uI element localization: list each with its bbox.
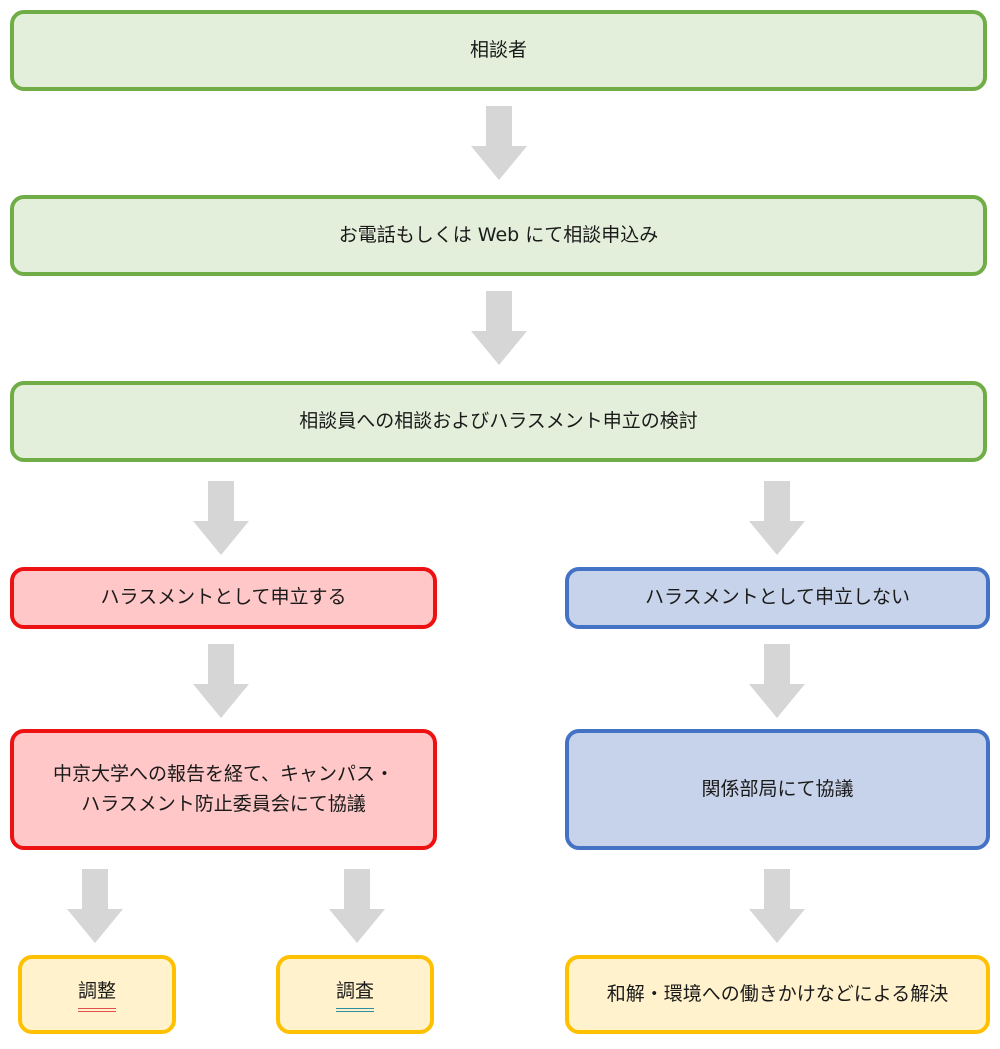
branch-no-complaint: ハラスメントとして申立しない [565,567,990,629]
step-consultation-label: 相談員への相談およびハラスメント申立の検討 [299,409,698,432]
step-application-label: お電話もしくは Web にて相談申込み [338,223,659,246]
down-arrow-icon [471,291,527,365]
outcome-adjustment: 調整 [18,955,176,1034]
down-arrow-icon [193,481,249,555]
step-consultation: 相談員への相談およびハラスメント申立の検討 [10,381,987,462]
step-consulter-label: 相談者 [469,38,527,61]
outcome-resolution-label: 和解・環境への働きかけなどによる解決 [606,982,949,1005]
down-arrow-icon [749,481,805,555]
outcome-investigation: 調査 [276,955,434,1034]
step-consulter: 相談者 [10,10,987,91]
down-arrow-icon [67,869,123,943]
down-arrow-icon [749,644,805,718]
branch-file-complaint: ハラスメントとして申立する [10,567,437,629]
step-application: お電話もしくは Web にて相談申込み [10,195,987,276]
outcome-adjustment-label: 調整 [77,977,116,1012]
committee-deliberation-line2: ハラスメント防止委員会にて協議 [81,792,366,815]
committee-deliberation-line1: 中京大学への報告を経て、キャンパス・ [52,763,395,786]
outcome-resolution: 和解・環境への働きかけなどによる解決 [565,955,990,1034]
down-arrow-icon [471,106,527,180]
branch-no-complaint-label: ハラスメントとして申立しない [644,586,911,609]
committee-deliberation: 中京大学への報告を経て、キャンパス・ ハラスメント防止委員会にて協議 [10,729,437,850]
department-deliberation-label: 関係部局にて協議 [701,777,854,800]
department-deliberation: 関係部局にて協議 [565,729,990,850]
down-arrow-icon [749,869,805,943]
branch-file-complaint-label: ハラスメントとして申立する [100,586,347,609]
down-arrow-icon [193,644,249,718]
outcome-investigation-label: 調査 [335,977,374,1012]
down-arrow-icon [329,869,385,943]
